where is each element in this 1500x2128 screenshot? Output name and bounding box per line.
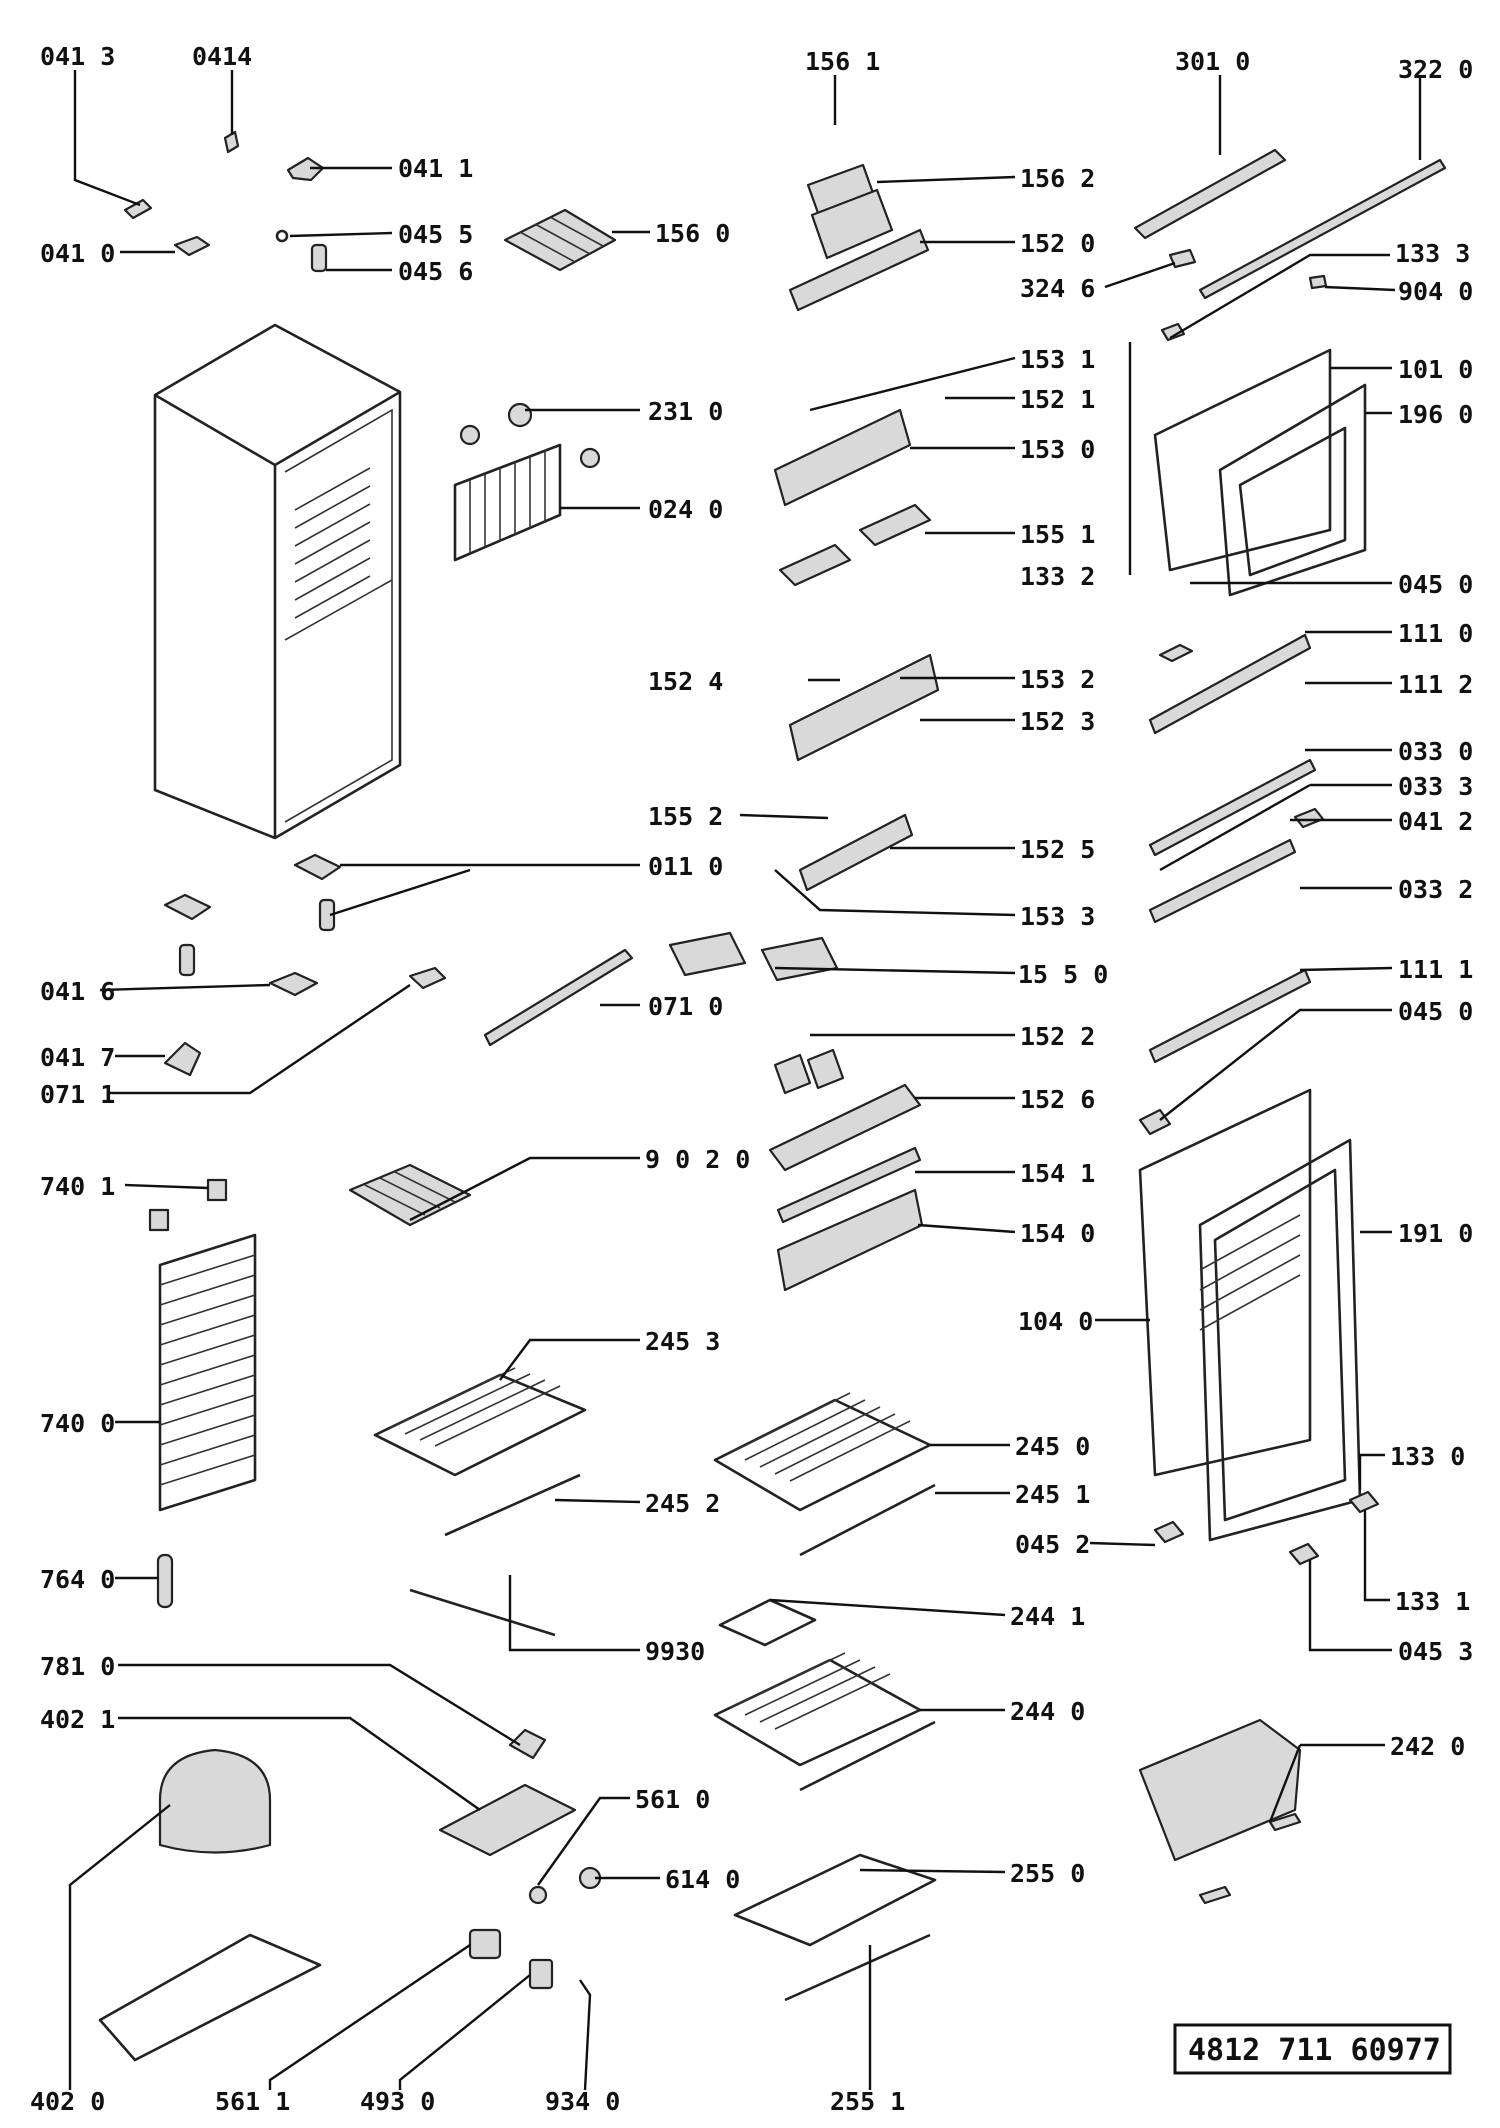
- label-111-1: 111 1: [1398, 955, 1473, 984]
- label-402-0: 402 0: [30, 2087, 105, 2116]
- label-041-1: 041 1: [398, 154, 473, 183]
- crisper-cover-grid: [348, 1163, 472, 1227]
- label-740-0: 740 0: [40, 1409, 115, 1438]
- label-041-0: 041 0: [40, 239, 115, 268]
- label-155-0: 15 5 0: [1018, 960, 1108, 989]
- label-045-3: 045 3: [1398, 1637, 1473, 1666]
- label-322-0: 322 0: [1398, 55, 1473, 84]
- label-153-2: 153 2: [1020, 665, 1095, 694]
- document-number-box: 4812 711 60977: [1173, 2023, 1452, 2075]
- leader-lines: [68, 70, 1422, 2091]
- label-153-1: 153 1: [1020, 345, 1095, 374]
- label-614-0: 614 0: [665, 1865, 740, 1894]
- label-324-6: 324 6: [1020, 274, 1095, 303]
- label-041-3: 041 3: [40, 42, 115, 71]
- label-0414: 0414: [192, 42, 252, 71]
- label-041-7: 041 7: [40, 1043, 115, 1072]
- label-255-0: 255 0: [1010, 1859, 1085, 1888]
- label-740-1: 740 1: [40, 1172, 115, 1201]
- label-033-0: 033 0: [1398, 737, 1473, 766]
- hinge-clips-top-left: [123, 130, 328, 273]
- label-152-5: 152 5: [1020, 835, 1095, 864]
- label-101-0: 101 0: [1398, 355, 1473, 384]
- label-9930: 9930: [645, 1637, 705, 1666]
- label-764-0: 764 0: [40, 1565, 115, 1594]
- door-bins: [668, 163, 940, 1292]
- label-402-1: 402 1: [40, 1705, 115, 1734]
- evaporator-panel: [453, 402, 601, 562]
- label-245-3: 245 3: [645, 1327, 720, 1356]
- label-033-2: 033 2: [1398, 875, 1473, 904]
- fridge-door: [1138, 1088, 1380, 1566]
- label-071-0: 071 0: [648, 992, 723, 1021]
- label-301-0: 301 0: [1175, 47, 1250, 76]
- label-155-2: 155 2: [648, 802, 723, 831]
- condenser-coil: [148, 1178, 257, 1609]
- label-245-1: 245 1: [1015, 1480, 1090, 1509]
- label-156-2: 156 2: [1020, 164, 1095, 193]
- freezer-door: [1133, 148, 1447, 1064]
- label-493-0: 493 0: [360, 2087, 435, 2116]
- label-133-2: 133 2: [1020, 562, 1095, 591]
- label-156-1: 156 1: [805, 47, 880, 76]
- label-9020: 9 0 2 0: [645, 1145, 750, 1174]
- label-152-3: 152 3: [1020, 707, 1095, 736]
- label-244-0: 244 0: [1010, 1697, 1085, 1726]
- label-045-6: 045 6: [398, 257, 473, 286]
- label-155-1: 155 1: [1020, 520, 1095, 549]
- label-111-2: 111 2: [1398, 670, 1473, 699]
- label-104-0: 104 0: [1018, 1307, 1093, 1336]
- label-191-0: 191 0: [1398, 1219, 1473, 1248]
- thermostat-parts: [163, 853, 447, 1077]
- label-152-2: 152 2: [1020, 1022, 1095, 1051]
- label-242-0: 242 0: [1390, 1732, 1465, 1761]
- glass-shelf: [733, 1853, 937, 2002]
- label-154-0: 154 0: [1020, 1219, 1095, 1248]
- label-152-4: 152 4: [648, 667, 723, 696]
- label-156-0: 156 0: [655, 219, 730, 248]
- label-561-1: 561 1: [215, 2087, 290, 2116]
- label-041-2: 041 2: [1398, 807, 1473, 836]
- label-904-0: 904 0: [1398, 277, 1473, 306]
- label-245-0: 245 0: [1015, 1432, 1090, 1461]
- label-152-0: 152 0: [1020, 229, 1095, 258]
- part-number-labels: 041 3 0414 041 1 041 0 045 5 045 6 156 0…: [30, 42, 1473, 2116]
- label-244-1: 244 1: [1010, 1602, 1085, 1631]
- label-153-3: 153 3: [1020, 902, 1095, 931]
- rail-071: [483, 948, 634, 1047]
- label-071-1: 071 1: [40, 1080, 115, 1109]
- label-245-2: 245 2: [645, 1489, 720, 1518]
- label-033-3: 033 3: [1398, 772, 1473, 801]
- ice-cube-tray: [503, 208, 617, 272]
- label-045-0-upper: 045 0: [1398, 570, 1473, 599]
- label-153-0: 153 0: [1020, 435, 1095, 464]
- part-illustrations: [98, 130, 1447, 2062]
- label-561-0: 561 0: [635, 1785, 710, 1814]
- label-231-0: 231 0: [648, 397, 723, 426]
- label-152-1: 152 1: [1020, 385, 1095, 414]
- label-045-5: 045 5: [398, 220, 473, 249]
- label-024-0: 024 0: [648, 495, 723, 524]
- label-041-6: 041 6: [40, 977, 115, 1006]
- compressor: [98, 1728, 577, 2062]
- label-133-3: 133 3: [1395, 239, 1470, 268]
- label-196-0: 196 0: [1398, 400, 1473, 429]
- label-152-6: 152 6: [1020, 1085, 1095, 1114]
- electrical-parts: [468, 1866, 602, 1990]
- label-133-1: 133 1: [1395, 1587, 1470, 1616]
- label-133-0: 133 0: [1390, 1442, 1465, 1471]
- document-number: 4812 711 60977: [1188, 2033, 1441, 2068]
- bottle-bin: [1138, 1718, 1302, 1905]
- label-781-0: 781 0: [40, 1652, 115, 1681]
- label-255-1: 255 1: [830, 2087, 905, 2116]
- label-011-0: 011 0: [648, 852, 723, 881]
- label-045-0-lower: 045 0: [1398, 997, 1473, 1026]
- wire-shelves: [373, 1367, 936, 1792]
- label-154-1: 154 1: [1020, 1159, 1095, 1188]
- cabinet-body: [153, 323, 402, 840]
- label-111-0: 111 0: [1398, 619, 1473, 648]
- label-045-2: 045 2: [1015, 1530, 1090, 1559]
- label-934-0: 934 0: [545, 2087, 620, 2116]
